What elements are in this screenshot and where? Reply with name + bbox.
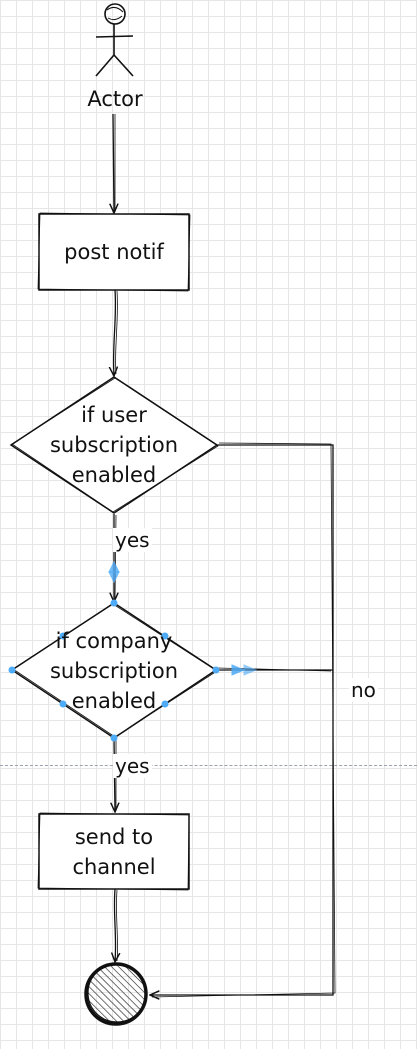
user-decision-line-3: enabled xyxy=(71,463,157,487)
user-decision-line-2: subscription xyxy=(49,433,179,457)
user-decision-label: if user subscription enabled xyxy=(22,400,206,490)
user-decision-line-1: if user xyxy=(81,403,147,427)
post-notif-text: post notif xyxy=(64,240,164,264)
send-to-channel-label: send to channel xyxy=(39,814,189,889)
company-decision-line-3: enabled xyxy=(71,689,157,713)
company-decision-line-1: if company xyxy=(55,629,173,653)
edge-label-yes-company: yes xyxy=(113,754,152,778)
post-notif-box[interactable] xyxy=(37,212,191,292)
company-decision-label: if company subscription enabled xyxy=(22,626,206,716)
send-to-channel-line-2: channel xyxy=(72,854,156,879)
company-decision-line-2: subscription xyxy=(49,659,179,683)
send-to-channel-line-1: send to xyxy=(74,824,154,849)
edge-send-to-end[interactable] xyxy=(114,888,117,962)
end-node[interactable] xyxy=(84,962,148,1026)
edge-actor-to-post[interactable] xyxy=(113,113,115,213)
post-notif-label: post notif xyxy=(39,214,189,290)
page-break-line xyxy=(0,765,417,766)
actor-label: Actor xyxy=(87,87,143,111)
edge-no-paths[interactable] xyxy=(150,442,336,997)
edge-label-no: no xyxy=(349,678,378,702)
actor-figure[interactable] xyxy=(95,3,134,77)
send-to-channel-box[interactable] xyxy=(37,812,190,891)
selection-handles[interactable] xyxy=(8,560,258,742)
edge-label-yes-user: yes xyxy=(113,528,152,552)
edge-post-to-user-decision[interactable] xyxy=(114,289,118,376)
user-decision-diamond[interactable] xyxy=(9,376,219,514)
